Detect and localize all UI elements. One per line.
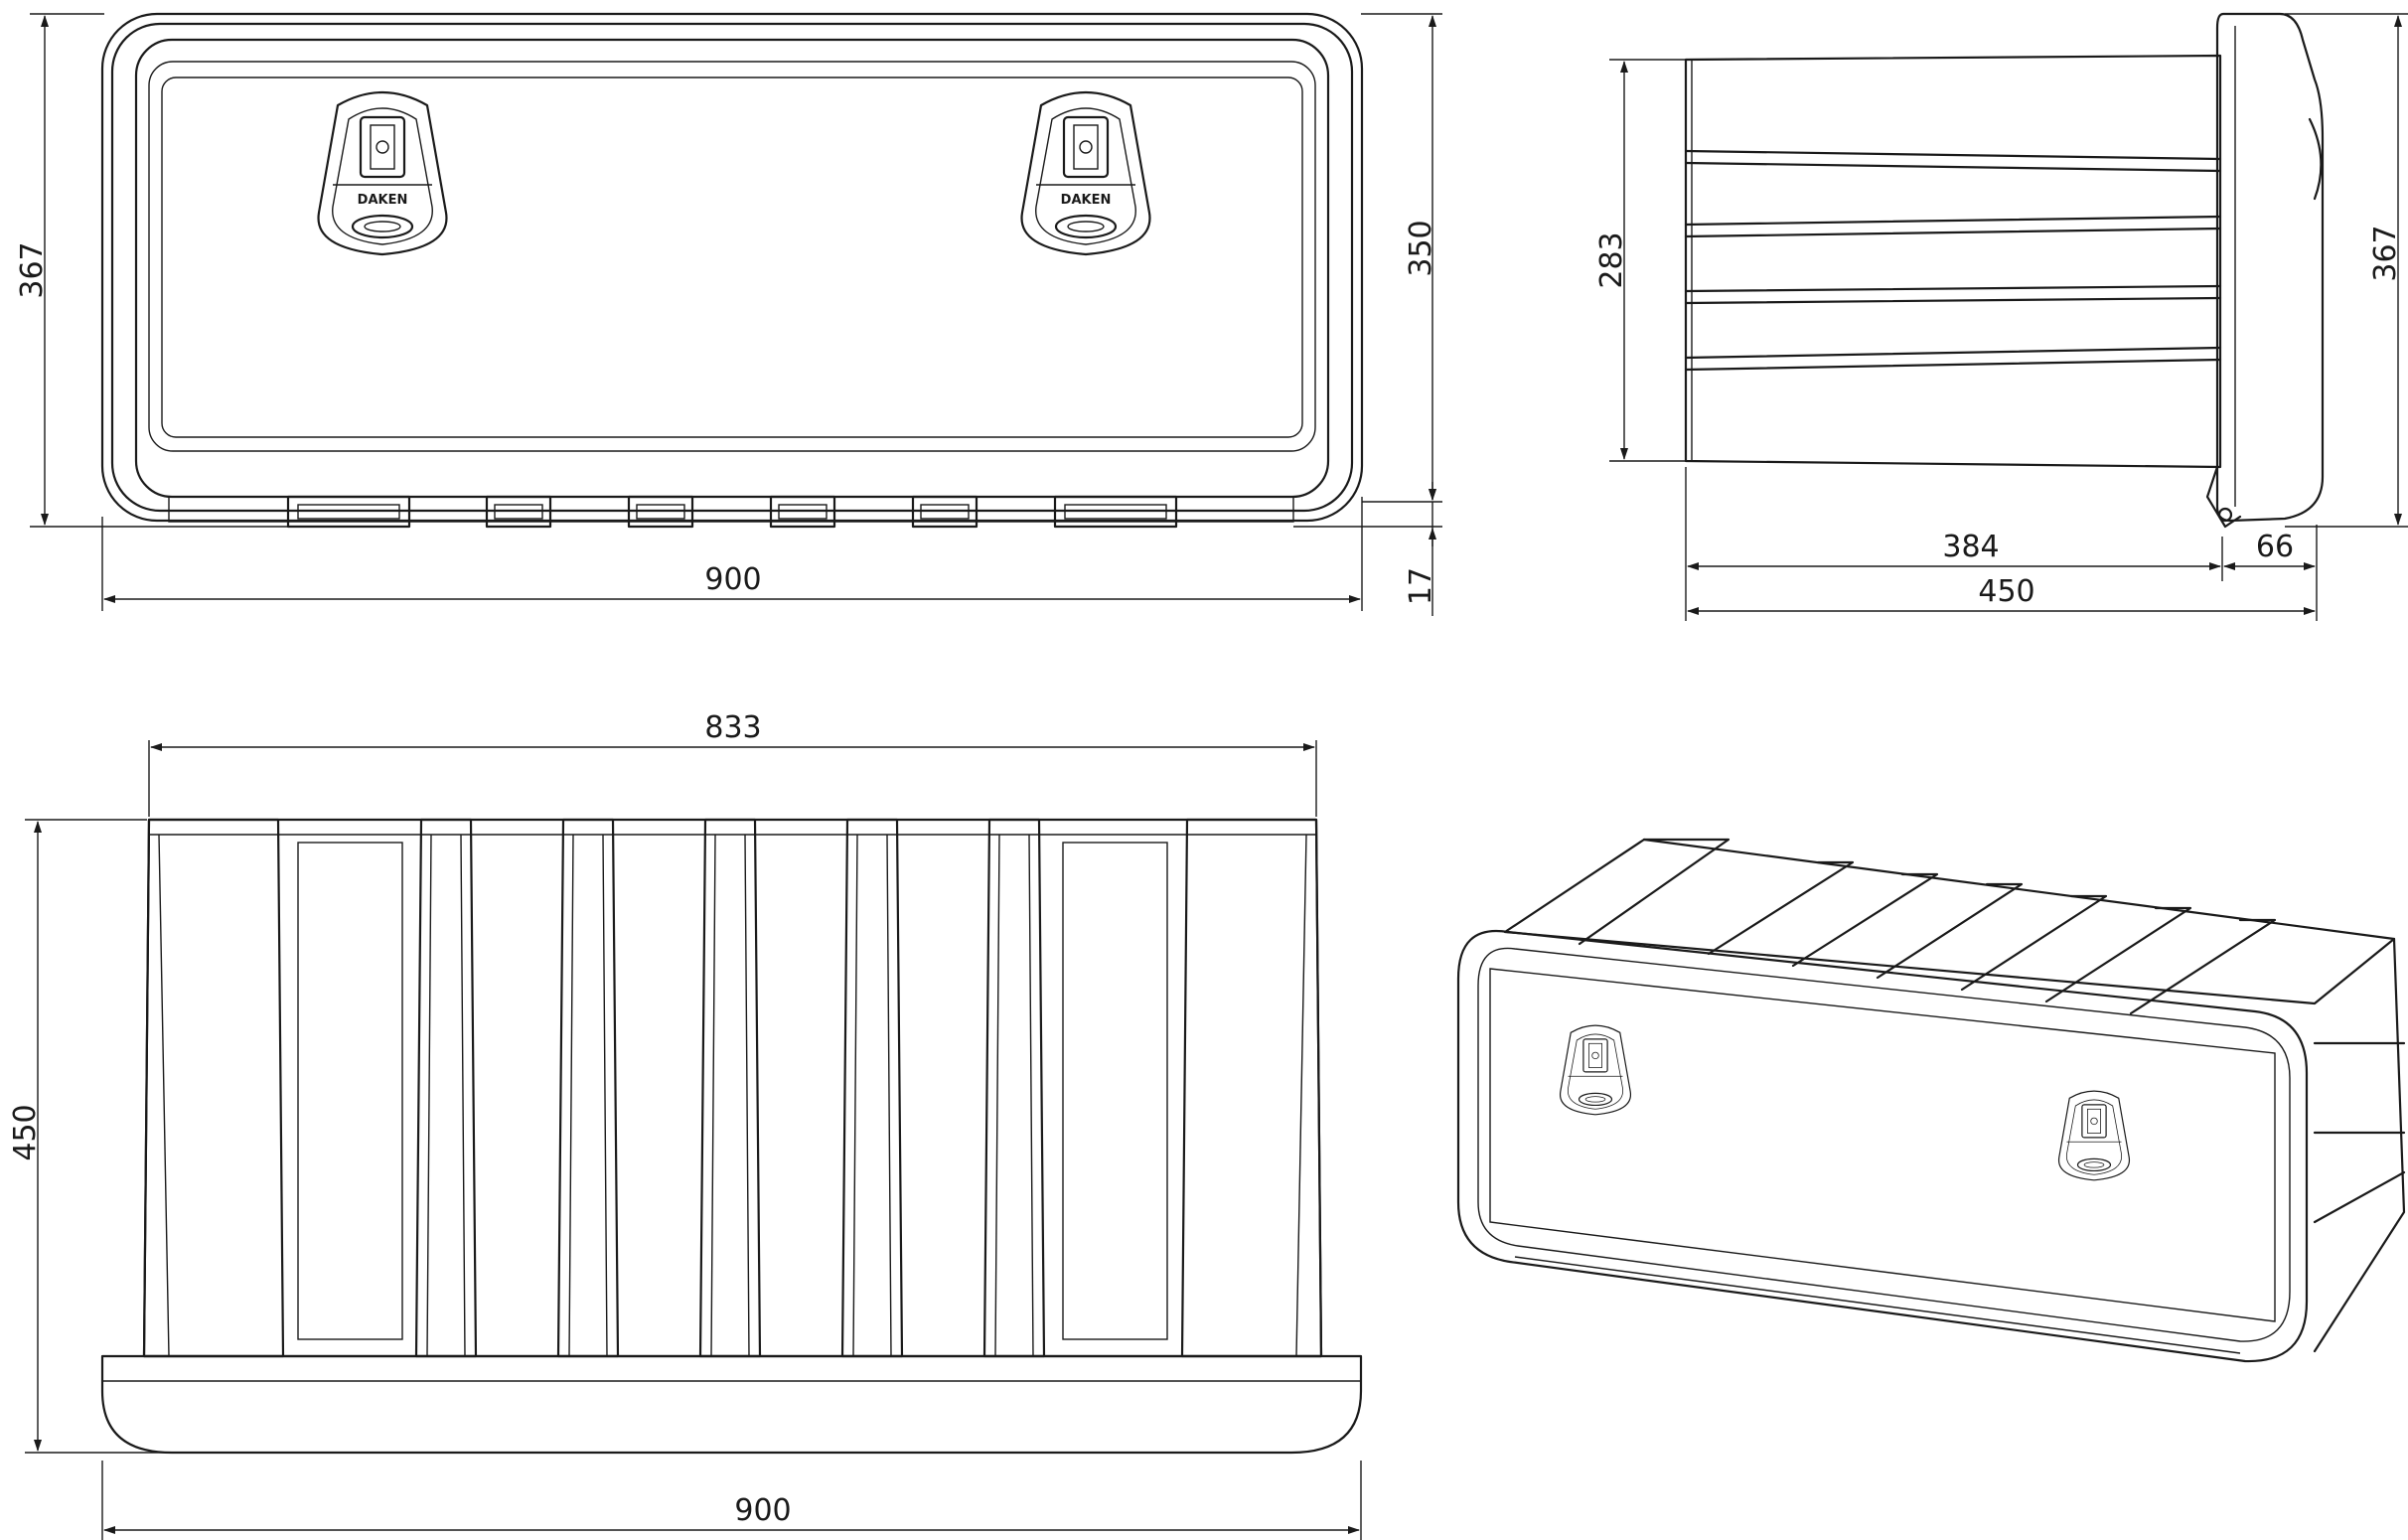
hinge-row — [286, 495, 1178, 529]
dim-label-lid-height: 350 — [1404, 220, 1438, 276]
dim-label-height: 367 — [15, 241, 50, 298]
dim-label-total-height: 367 — [2368, 225, 2403, 281]
dim-label-total-depth: 450 — [1978, 574, 2034, 609]
dim-label-depth: 450 — [8, 1104, 43, 1160]
dim-label-lip: 17 — [1404, 567, 1438, 605]
dim-label-inner-height: 283 — [1594, 231, 1629, 288]
lock-right: DAKEN — [1020, 90, 1151, 256]
lock-left: DAKEN — [317, 90, 448, 256]
dim-label-inner-width: 833 — [704, 710, 761, 745]
lock-brand-label: DAKEN — [358, 193, 408, 208]
isometric-view — [1456, 838, 2406, 1363]
dim-label-width-top: 900 — [734, 1493, 791, 1528]
top-view: 833 450 900 — [8, 710, 1363, 1540]
dim-label-width: 900 — [704, 562, 761, 597]
dim-label-body-depth: 384 — [1942, 530, 1999, 564]
front-view: DAKEN DAKEN 367 350 17 900 — [15, 12, 1442, 616]
dim-label-lid-depth: 66 — [2256, 530, 2294, 564]
lock-brand-label: DAKEN — [1061, 193, 1112, 208]
side-view: 283 367 384 66 450 — [1594, 12, 2408, 621]
